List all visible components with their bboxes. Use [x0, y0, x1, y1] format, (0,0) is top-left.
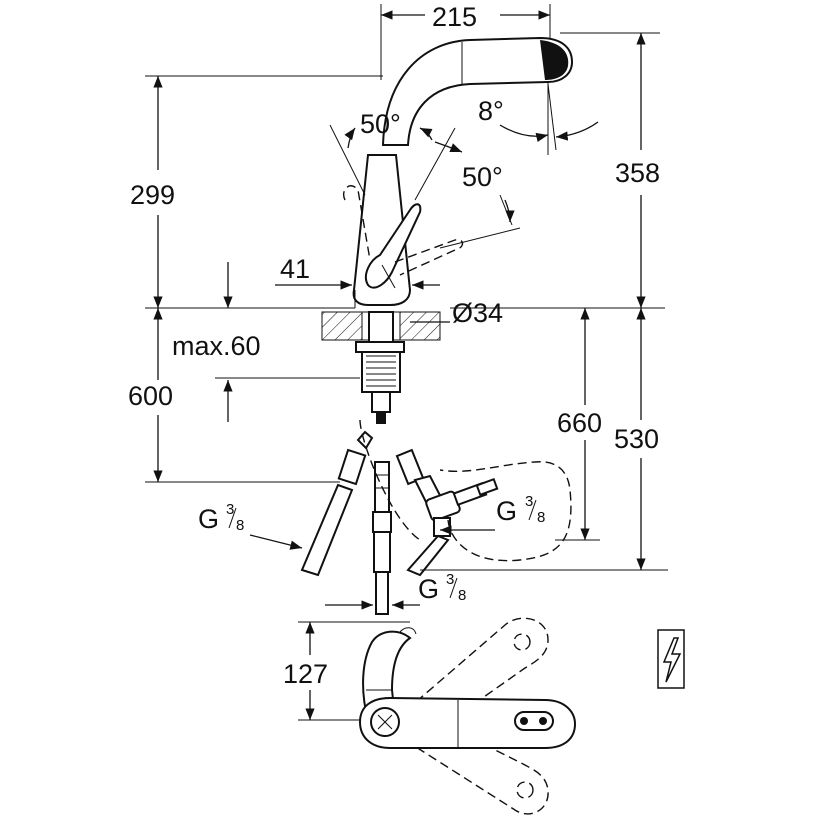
thread-spec-left: G 3 8 — [198, 501, 303, 550]
label-600: 600 — [128, 381, 173, 411]
thread-left-g: G — [198, 504, 219, 534]
dimension-50-degrees-left: 50° — [344, 109, 433, 149]
dimension-diameter-34: Ø34 — [410, 298, 503, 328]
dimension-215: 215 — [380, 2, 551, 80]
countertop-section — [321, 311, 441, 341]
dimension-max-60: max.60 — [172, 262, 360, 422]
plan-view: 127 — [283, 617, 577, 815]
label-530: 530 — [614, 424, 659, 454]
label-diameter-34: Ø34 — [452, 298, 503, 328]
mounting-shank — [355, 311, 405, 424]
thread-right-den: 8 — [537, 509, 545, 526]
thread-bottom-num: 3 — [446, 571, 454, 588]
dimension-41: 41 — [275, 254, 440, 308]
label-660: 660 — [557, 408, 602, 438]
label-50-left: 50° — [360, 109, 401, 139]
label-358: 358 — [615, 158, 660, 188]
label-8-degrees: 8° — [478, 96, 504, 126]
label-127: 127 — [283, 659, 328, 689]
lightning-box-icon — [657, 629, 685, 689]
thread-bottom-g: G — [418, 574, 439, 604]
label-max-60: max.60 — [172, 331, 261, 361]
supply-hoses — [300, 419, 572, 615]
thread-left-den: 8 — [236, 517, 244, 534]
faucet-body — [329, 124, 521, 306]
label-41: 41 — [280, 254, 310, 284]
thread-right-num: 3 — [525, 493, 533, 510]
label-215: 215 — [432, 2, 477, 32]
thread-right-g: G — [496, 496, 517, 526]
dimension-299: 299 — [130, 75, 383, 309]
dimension-8-degrees: 8° — [478, 83, 599, 151]
thread-bottom-den: 8 — [458, 587, 466, 604]
thread-spec-right: G 3 8 — [440, 493, 545, 535]
label-299: 299 — [130, 180, 175, 210]
dimension-358: 358 — [450, 32, 665, 309]
thread-left-num: 3 — [226, 501, 234, 518]
thread-spec-bottom: G 3 8 — [325, 571, 466, 610]
dimension-50-degrees-right: 50° — [434, 141, 515, 223]
label-50-right: 50° — [462, 162, 503, 192]
dimension-660: 660 — [555, 308, 602, 541]
dimension-530: 530 — [420, 308, 668, 571]
dimension-600: 600 — [128, 308, 340, 483]
pull-out-spout — [381, 36, 574, 155]
